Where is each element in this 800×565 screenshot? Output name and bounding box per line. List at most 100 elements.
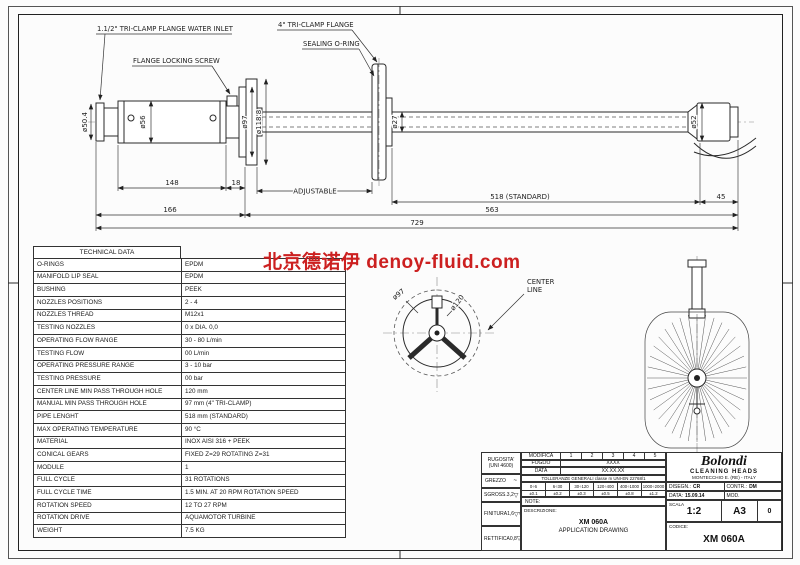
spray-nozzle-tip bbox=[693, 407, 701, 415]
dim-dia-50-4: ø50.4 bbox=[81, 112, 89, 132]
tol-value: ±0.2 bbox=[545, 490, 569, 496]
spec-label: MANUAL MIN PASS THROUGH HOLE bbox=[33, 397, 182, 412]
spec-label: ROTATION SPEED bbox=[33, 499, 182, 513]
spec-value: 3 - 10 bar bbox=[181, 359, 346, 374]
spec-value: 2 - 4 bbox=[181, 296, 346, 310]
dim-563: 563 bbox=[485, 206, 498, 214]
flange-hub bbox=[385, 97, 393, 147]
dim-adjustable: ADJUSTABLE bbox=[293, 188, 336, 196]
tolleranze-label: TOLLERANZE GENERALI classe m UNI-EN 2276… bbox=[541, 475, 646, 481]
spec-value: 120 mm bbox=[181, 384, 346, 399]
front-nozzle bbox=[431, 295, 443, 309]
pipe bbox=[261, 111, 689, 133]
sgross-cell: SGROSS. 3,2 ▽ bbox=[481, 488, 521, 502]
spec-value: 12 TO 27 RPM bbox=[181, 499, 346, 513]
roughness-rettifica-icon: ▽▽▽ bbox=[516, 536, 521, 542]
spec-value: 1 bbox=[181, 461, 346, 475]
roughness-sgross-icon: ▽ bbox=[513, 492, 519, 499]
tol-range: 0÷6 bbox=[529, 483, 538, 489]
descrizione-label: DESCRIZIONE: bbox=[524, 508, 557, 513]
revision-col: 4 bbox=[623, 453, 644, 459]
dim-front-dia-120: ø120 bbox=[449, 293, 466, 312]
spec-label: MAX OPERATING TEMPERATURE bbox=[33, 422, 182, 437]
spec-value: 00 L/min bbox=[181, 346, 346, 361]
locking-screw-boss bbox=[226, 95, 238, 107]
spec-label: MODULE bbox=[33, 461, 182, 475]
manifold-body bbox=[117, 100, 227, 144]
modifica-label: MODIFICA bbox=[528, 452, 554, 459]
callout-water-inlet: 1.1/2" TRI-CLAMP FLANGE WATER INLET bbox=[97, 25, 234, 33]
finitura-label: FINITURA bbox=[484, 511, 508, 517]
codice-cell: CODICE: XM 060A bbox=[666, 522, 782, 551]
dim-dia-27: ø27 bbox=[391, 115, 399, 128]
spray-envelope bbox=[644, 311, 750, 449]
tol-value: ±0.8 bbox=[617, 490, 641, 496]
dim-dia-52: ø52 bbox=[690, 115, 698, 128]
codice-value: XM 060A bbox=[703, 534, 745, 545]
codice-label: CODICE: bbox=[669, 524, 689, 529]
spec-value: PEEK bbox=[181, 283, 346, 298]
brand-logo: Bolondi bbox=[701, 454, 747, 469]
spec-label: TESTING FLOW bbox=[33, 346, 182, 361]
issue-date-label: DATA: bbox=[669, 492, 683, 499]
spec-label: TESTING PRESSURE bbox=[33, 372, 182, 386]
tol-value: ±0.5 bbox=[593, 490, 617, 496]
spec-value: 00 bar bbox=[181, 372, 346, 386]
sheet-format: A3 bbox=[721, 501, 757, 521]
rugosita-cell: RUGOSITA' (UNI 4600) bbox=[481, 452, 521, 474]
callout-flange-locking-screw: FLANGE LOCKING SCREW bbox=[133, 57, 220, 65]
tol-value: ±0.1 bbox=[529, 490, 538, 496]
data-label: DATA bbox=[534, 467, 548, 474]
modifica-row: MODIFICA 1 2 3 4 5 bbox=[521, 452, 666, 460]
foglio-value: XXXX bbox=[560, 460, 665, 466]
tol-value: ±0.3 bbox=[569, 490, 593, 496]
finitura-cell: FINITURA 1,6 ▽▽ bbox=[481, 502, 521, 526]
callout-tri-clamp-flange: 4" TRI-CLAMP FLANGE bbox=[278, 21, 354, 29]
spec-label: NOZZLES THREAD bbox=[33, 308, 182, 323]
tol-value: ±1.2 bbox=[641, 490, 665, 496]
rettifica-cell: RETTIFICA 0,8 ▽▽▽ bbox=[481, 526, 521, 551]
revision-col: 2 bbox=[581, 453, 602, 459]
dim-dia-56: ø56 bbox=[139, 115, 147, 129]
spec-value: FIXED Z=29 ROTATING Z=31 bbox=[181, 448, 346, 462]
data-row: DATA XX.XX.XX bbox=[521, 467, 666, 475]
revision-number: 0 bbox=[757, 501, 781, 521]
roughness-finitura-icon: ▽▽ bbox=[514, 511, 520, 518]
inlet-neck bbox=[103, 107, 119, 137]
finitura-value: 1,6 bbox=[507, 511, 515, 517]
foglio-label: FOGLIO bbox=[531, 460, 551, 467]
water-inlet-ferrule bbox=[95, 102, 105, 142]
dim-166: 166 bbox=[163, 206, 177, 214]
disegn-row: DISEGN.: CR CONTR.: DM bbox=[666, 482, 782, 491]
spec-value: M12x1 bbox=[181, 308, 346, 323]
disegn-label: DISEGN.: bbox=[669, 483, 691, 490]
spray-pipe bbox=[691, 266, 703, 310]
spec-value: 518 mm (STANDARD) bbox=[181, 410, 346, 424]
spec-label: PIPE LENGHT bbox=[33, 410, 182, 424]
dim-45: 45 bbox=[717, 193, 726, 201]
spec-label: CONICAL GEARS bbox=[33, 448, 182, 462]
revision-col: 5 bbox=[644, 453, 665, 459]
callout-sealing-o-ring: SEALING O-RING bbox=[303, 40, 360, 48]
turbine-blade bbox=[693, 137, 757, 157]
grezzo-label: GREZZO bbox=[485, 478, 506, 484]
spec-value: AQUAMOTOR TURBINE bbox=[181, 511, 346, 526]
scala-label: SCALA bbox=[669, 502, 685, 507]
sheet-inner-border bbox=[18, 14, 783, 551]
body-screw bbox=[209, 114, 217, 122]
dim-dia-118-8: ø118.8 bbox=[255, 110, 263, 134]
spec-value: 30 - 80 L/min bbox=[181, 334, 346, 348]
